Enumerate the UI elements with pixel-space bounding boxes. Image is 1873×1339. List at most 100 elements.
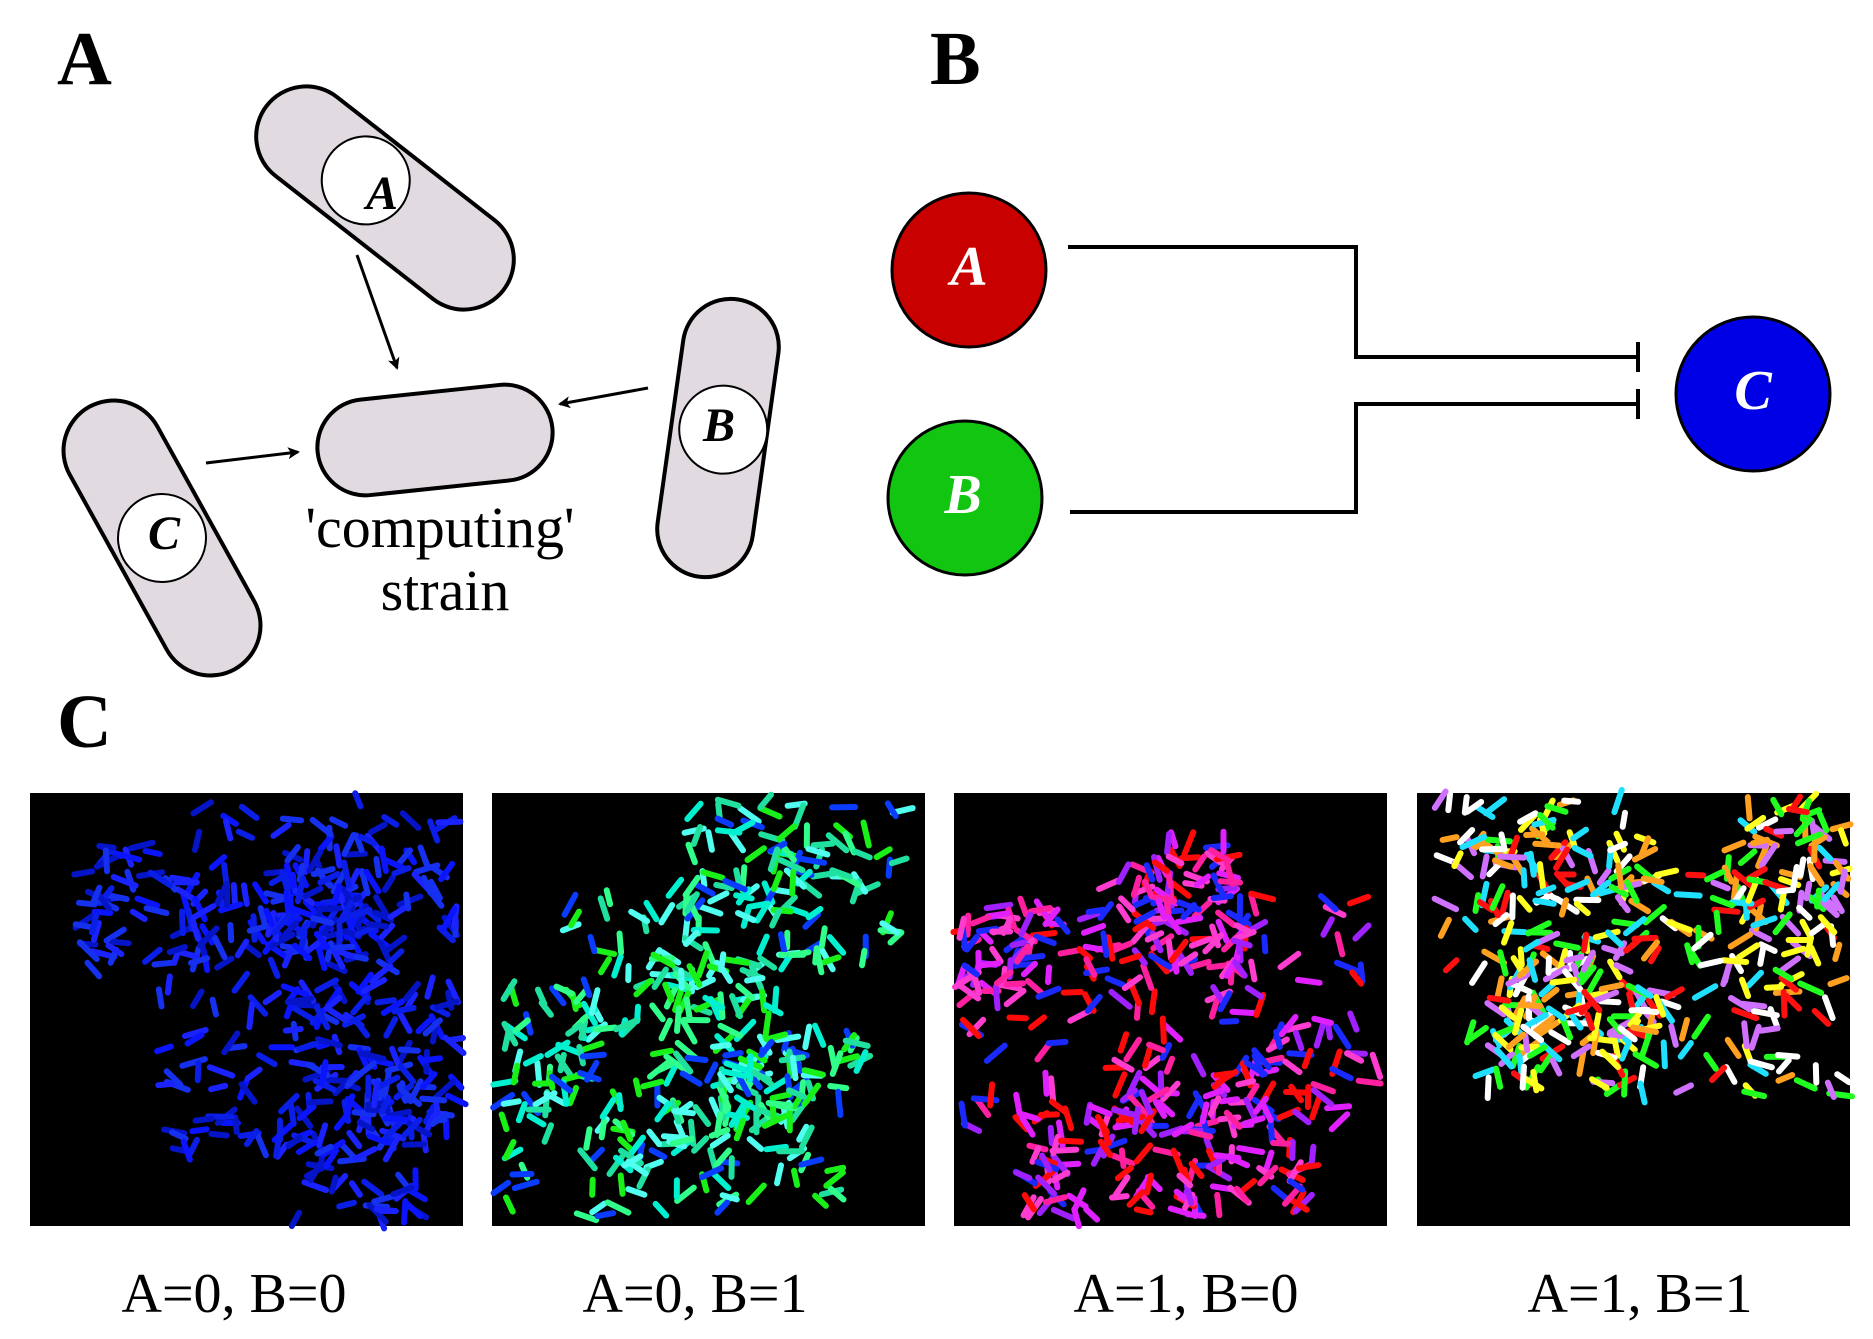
simulated-cell — [1191, 899, 1213, 920]
simulated-cell — [1614, 894, 1631, 914]
simulated-cell — [1111, 1056, 1135, 1073]
simulated-cell — [1520, 1023, 1545, 1043]
simulated-cell — [1721, 839, 1747, 854]
simulated-cell — [397, 1063, 417, 1085]
simulated-cell — [1808, 920, 1829, 937]
simulated-cell — [1199, 1101, 1210, 1125]
simulated-cell — [223, 818, 234, 842]
simulated-cell — [1703, 1052, 1719, 1072]
simulated-cell — [977, 960, 1002, 969]
simulated-cell — [1750, 915, 1778, 929]
simulated-cell — [164, 973, 173, 996]
computing-caption-line2: strain — [381, 558, 510, 623]
computing-caption-line1: 'computing' — [306, 495, 575, 560]
simulated-cell — [1270, 1184, 1291, 1203]
simulated-cell — [1138, 1089, 1154, 1116]
simulated-cell — [208, 854, 228, 871]
simulated-cell — [1789, 793, 1804, 812]
simulated-cell — [1578, 964, 1597, 986]
simulated-cell — [1176, 1172, 1194, 1189]
simulated-cell — [1292, 1191, 1315, 1215]
simulated-cell — [363, 868, 382, 895]
simulated-cell — [1034, 1041, 1053, 1063]
simulation-label-a0-b1: A=0, B=1 — [583, 1263, 808, 1325]
simulated-cell — [376, 1074, 401, 1090]
simulated-cell — [1019, 1114, 1036, 1138]
simulated-cell — [674, 1039, 699, 1061]
simulated-cell — [620, 1119, 634, 1143]
simulated-cell — [573, 987, 589, 1005]
simulated-cell — [777, 857, 806, 874]
simulated-cell — [1741, 1020, 1750, 1050]
simulated-cell — [386, 1108, 413, 1119]
simulated-cell — [302, 885, 324, 900]
simulated-cell — [501, 1030, 512, 1052]
simulated-cell — [665, 876, 685, 899]
simulated-cell — [683, 996, 693, 1021]
simulated-cell — [1664, 986, 1685, 1001]
simulated-cell — [522, 1053, 544, 1067]
simulated-cell — [1193, 873, 1212, 888]
simulated-cell — [1018, 911, 1034, 938]
simulated-cell — [1346, 893, 1372, 907]
simulated-cell — [1472, 1066, 1497, 1080]
simulated-cell — [1178, 951, 1199, 967]
simulated-cell — [317, 833, 335, 852]
simulated-cell — [1623, 916, 1647, 937]
simulated-cell — [247, 994, 269, 1017]
simulated-cell — [1130, 923, 1150, 945]
simulated-cell — [1076, 946, 1094, 962]
simulated-cell — [802, 1023, 813, 1051]
simulated-cell — [798, 856, 828, 866]
simulated-cell — [820, 954, 842, 966]
simulated-cell — [326, 961, 348, 975]
simulated-cell — [1469, 960, 1488, 986]
simulated-cell — [1640, 875, 1665, 885]
simulated-cell — [352, 1017, 371, 1039]
simulated-cell — [1619, 809, 1628, 830]
simulated-cell — [1317, 893, 1339, 913]
simulated-cell — [1308, 1143, 1317, 1168]
simulated-cell — [1192, 853, 1207, 873]
simulated-cell — [389, 1045, 402, 1069]
simulated-cell — [257, 905, 269, 929]
simulated-cell — [378, 845, 389, 874]
simulated-cell — [744, 975, 766, 984]
simulated-cell — [1071, 1206, 1082, 1230]
node-c-label: C — [1734, 360, 1772, 422]
simulated-cell — [1535, 884, 1557, 897]
simulated-cell — [1604, 929, 1624, 948]
simulated-cell — [143, 905, 170, 917]
simulated-cell — [404, 1201, 424, 1220]
simulated-cell — [1225, 909, 1252, 928]
simulated-cell — [561, 891, 579, 918]
simulated-cell — [1508, 980, 1533, 995]
simulated-cell — [1009, 939, 1031, 949]
simulated-cell — [1560, 1017, 1574, 1041]
simulated-cell — [713, 881, 735, 891]
simulated-cell — [658, 1017, 673, 1042]
simulated-cell — [1631, 934, 1659, 942]
simulated-cell — [598, 1118, 607, 1141]
simulated-cell — [1628, 897, 1651, 915]
simulated-cell — [1710, 879, 1731, 892]
simulated-cell — [801, 1082, 822, 1107]
simulated-cell — [256, 1052, 278, 1068]
simulated-cell — [1286, 1195, 1310, 1213]
simulated-cell — [110, 874, 139, 889]
simulated-cell — [232, 1114, 240, 1135]
simulated-cell — [1570, 962, 1583, 987]
simulated-cell — [1285, 1021, 1312, 1033]
simulated-cell — [756, 933, 770, 957]
simulated-cell — [435, 818, 464, 826]
simulated-cell — [84, 959, 103, 980]
simulated-cell — [352, 906, 373, 919]
simulated-cell — [383, 1016, 399, 1039]
simulated-cell — [330, 869, 348, 895]
simulated-cell — [1218, 1018, 1240, 1025]
simulated-cell — [812, 945, 820, 966]
simulated-cell — [1292, 1108, 1312, 1126]
simulated-cell — [1660, 1039, 1668, 1070]
simulated-cell — [1786, 806, 1810, 816]
simulated-cell — [1494, 1047, 1515, 1070]
